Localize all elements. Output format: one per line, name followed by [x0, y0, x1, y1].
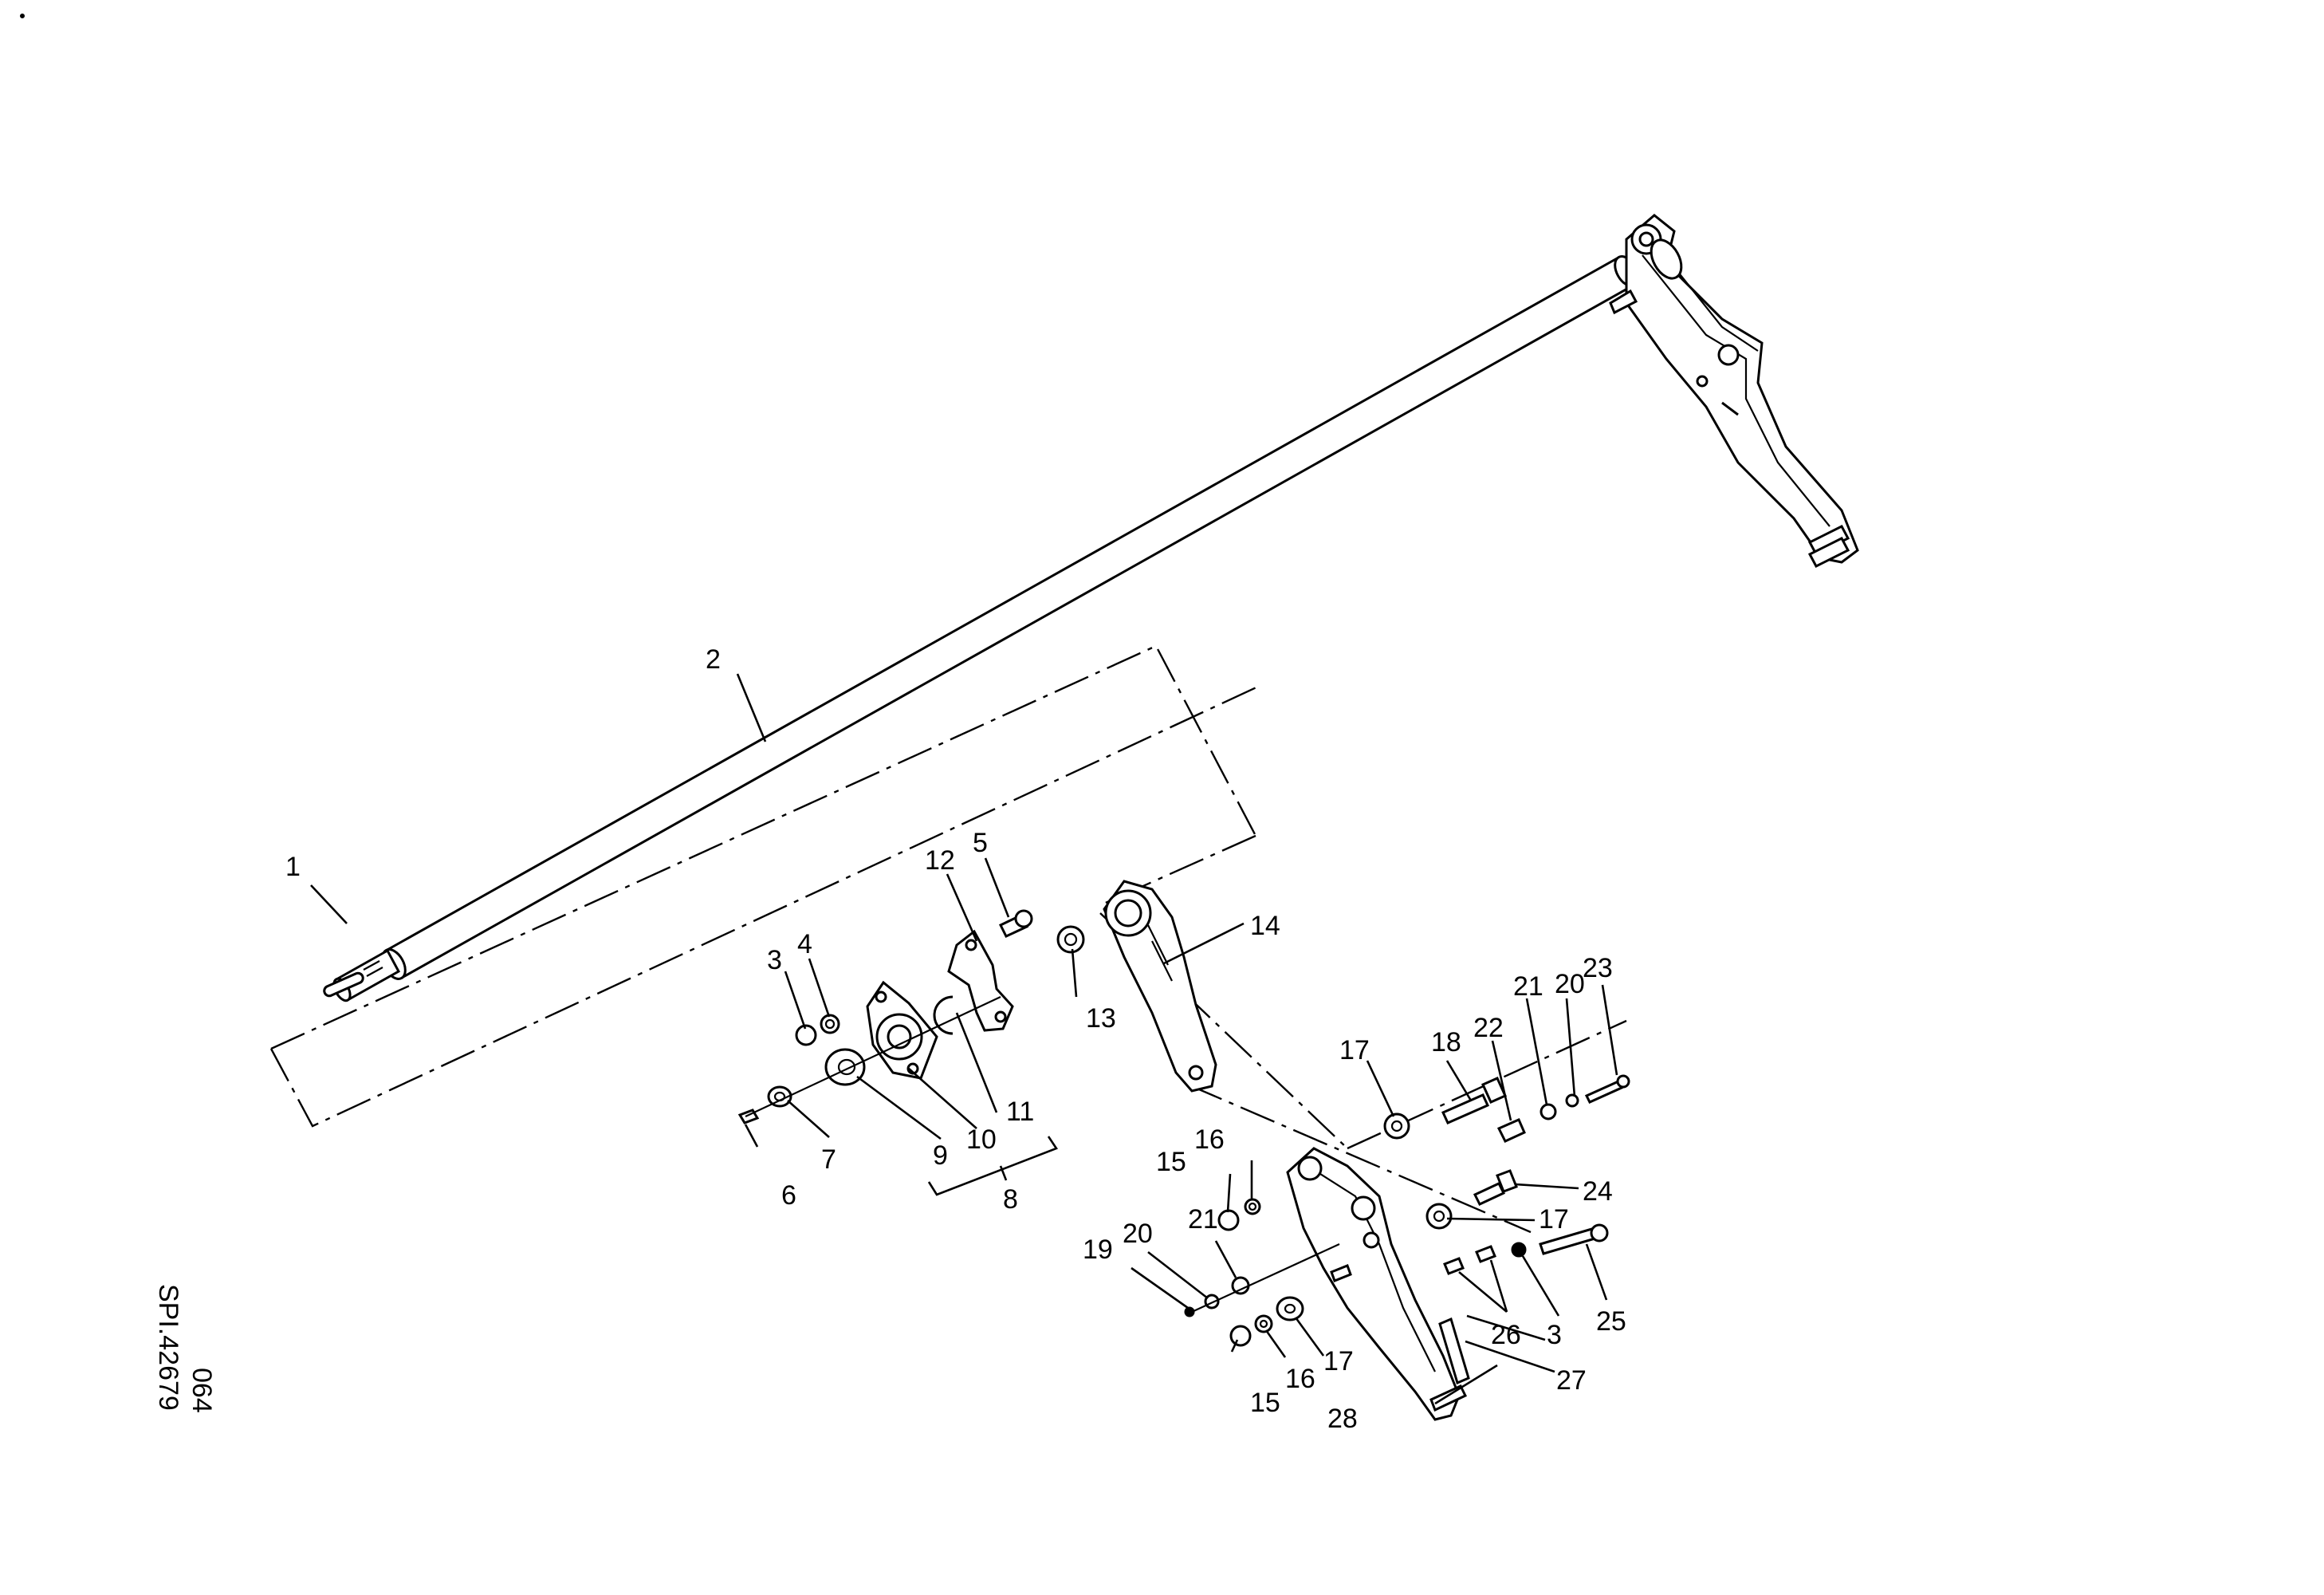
callout-21-right: 21: [1513, 971, 1543, 1002]
callout-5: 5: [973, 828, 988, 858]
callout-12: 12: [925, 845, 955, 876]
callout-17-top: 17: [1339, 1035, 1370, 1065]
callout-16-lower: 16: [1285, 1364, 1315, 1394]
callout-24: 24: [1583, 1176, 1613, 1207]
callout-14: 14: [1250, 911, 1280, 941]
callout-4: 4: [797, 929, 812, 959]
callout-13: 13: [1086, 1003, 1116, 1034]
callout-15-upper: 15: [1156, 1147, 1186, 1177]
callout-17-mid: 17: [1539, 1204, 1569, 1235]
shaft-part-2: [332, 255, 1639, 1002]
lower-bracket-part-28: [1286, 1147, 1470, 1421]
drawing-reference-code: SPI.42679: [153, 1284, 183, 1411]
callout-19: 19: [1083, 1235, 1113, 1265]
callout-10: 10: [966, 1124, 997, 1155]
upper-right-bracket: [1609, 214, 1859, 568]
callout-3: 3: [767, 945, 782, 975]
callout-7: 7: [821, 1144, 836, 1175]
bearing-assembly: [737, 909, 1085, 1124]
lever-arm-part-14: [1103, 880, 1217, 1093]
callout-16-upper: 16: [1194, 1124, 1225, 1155]
left-lower-hardware: [1184, 1198, 1340, 1347]
drawing-reference: SPI.42679 064: [153, 1284, 217, 1413]
callout-6: 6: [781, 1180, 796, 1211]
callout-18: 18: [1431, 1027, 1461, 1057]
callout-9: 9: [933, 1140, 948, 1171]
callout-27: 27: [1556, 1365, 1587, 1396]
right-hardware: [1383, 1074, 1630, 1275]
callout-28: 28: [1327, 1404, 1358, 1434]
callout-21-left: 21: [1188, 1204, 1218, 1235]
callout-labels: 1 2 3 4 5 6 7 8 9 10 11 12 13 14 15 15 1…: [285, 644, 1626, 1434]
leader-lines: [310, 673, 1618, 1405]
callout-3-right: 3: [1547, 1320, 1562, 1350]
callout-25: 25: [1596, 1306, 1626, 1337]
key-part-1: [323, 971, 364, 998]
callout-1: 1: [285, 852, 301, 882]
callout-20-right: 20: [1555, 969, 1585, 999]
callout-8: 8: [1003, 1184, 1018, 1215]
callout-2: 2: [706, 644, 721, 675]
callout-26: 26: [1491, 1320, 1521, 1350]
callout-22: 22: [1473, 1013, 1504, 1043]
callout-20-left: 20: [1123, 1219, 1153, 1249]
callout-15-lower: 15: [1250, 1388, 1280, 1418]
assembly-boundary: [269, 644, 1627, 1234]
callout-11: 11: [1006, 1097, 1034, 1127]
callout-23: 23: [1583, 953, 1613, 983]
callout-17-low: 17: [1323, 1346, 1354, 1376]
corner-dot: [20, 14, 25, 18]
drawing-sheet-code: 064: [187, 1368, 217, 1413]
